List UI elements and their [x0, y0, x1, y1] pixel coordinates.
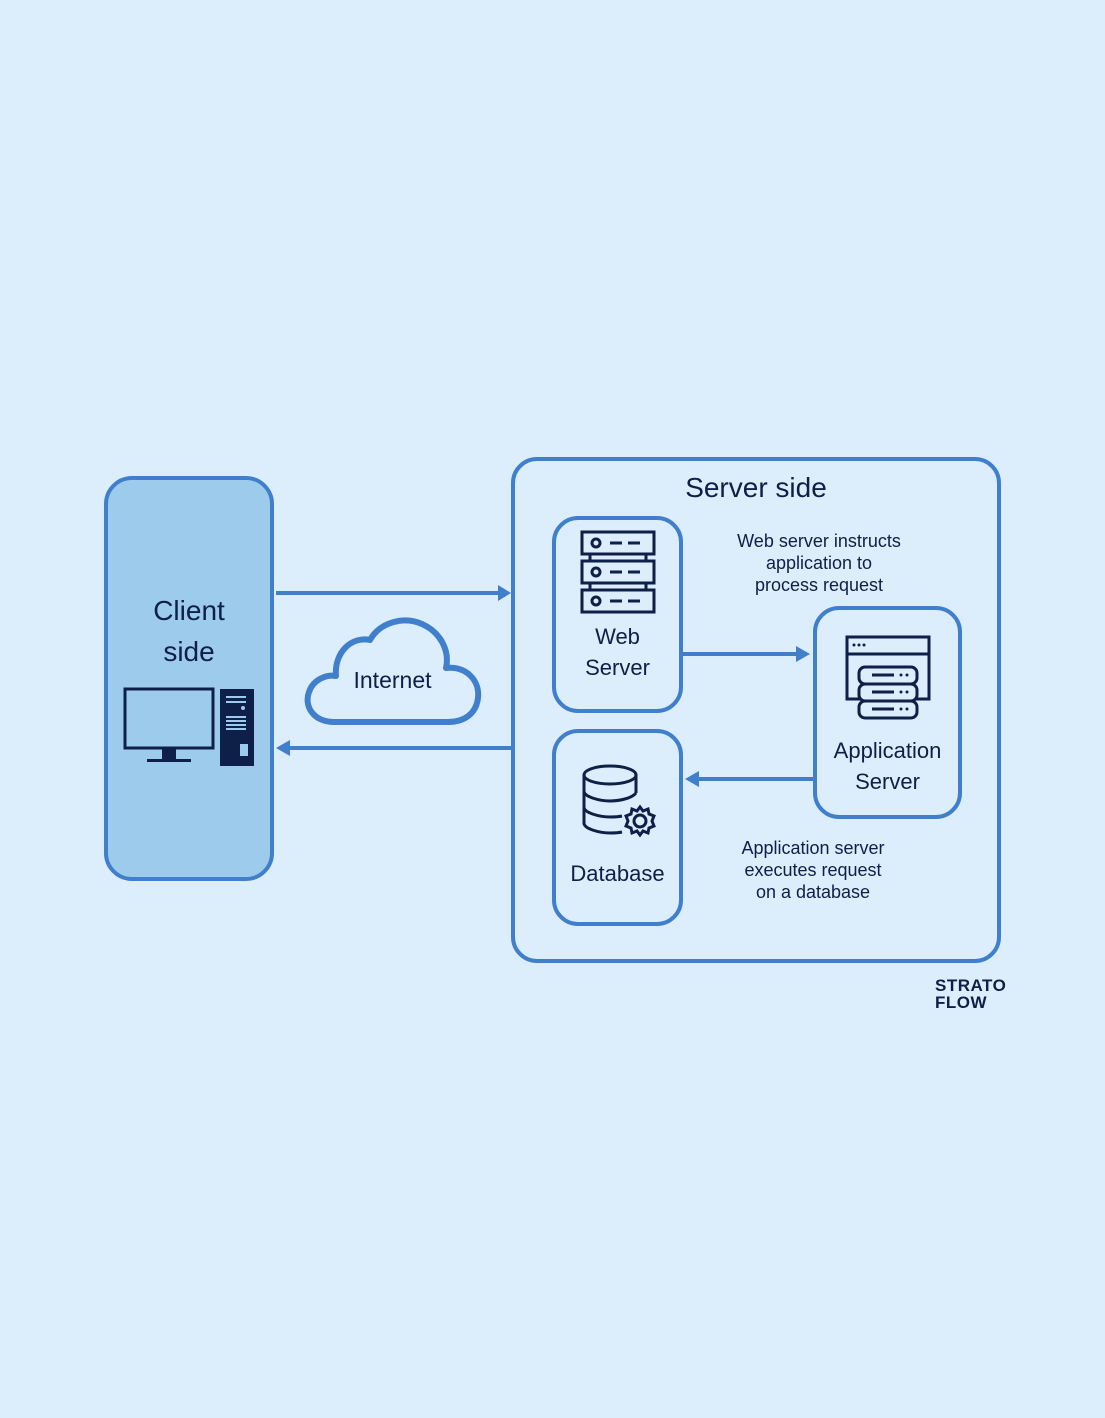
note-top-line1: Web server instructs: [737, 531, 901, 551]
database-node: [552, 729, 683, 926]
web-server-label: Web Server: [552, 621, 683, 683]
note-bottom-line1: Application server: [741, 838, 885, 858]
logo-line1: STRATO: [935, 976, 1007, 995]
application-server-label-line1: Application: [833, 738, 942, 763]
note-top-line2: application to: [765, 553, 873, 573]
cloud-icon: [304, 617, 482, 725]
note-bottom-line3: on a database: [755, 882, 871, 902]
note-top-line3: process request: [754, 575, 884, 595]
note-web-to-app: Web server instructs application to proc…: [700, 530, 938, 596]
internet-label: Internet: [353, 667, 432, 693]
arrow-web-to-app: [683, 646, 810, 662]
note-bottom-line2: executes request: [744, 860, 882, 880]
client-side-panel: [104, 476, 274, 881]
database-label: Database: [570, 861, 665, 886]
application-server-node: [813, 606, 962, 819]
arrow-server-to-client: [276, 740, 511, 756]
web-server-label-line2: Server: [585, 655, 650, 680]
strato-flow-logo: STRATO FLOW: [935, 977, 1006, 1011]
client-title-line2: side: [163, 636, 215, 667]
web-server-label-line1: Web: [595, 624, 640, 649]
application-server-label: Application Server: [813, 735, 962, 797]
logo-line2: FLOW: [935, 993, 988, 1012]
desktop-computer-icon: [123, 687, 254, 766]
client-side-title: Client side: [104, 590, 274, 672]
arrow-app-to-db: [685, 771, 813, 787]
web-server-node: [552, 516, 683, 713]
application-server-label-line2: Server: [855, 769, 920, 794]
server-rack-icon: [580, 530, 656, 614]
note-app-to-db: Application server executes request on a…: [694, 837, 932, 903]
arrow-client-to-server: [276, 585, 511, 601]
database-gear-icon: [582, 764, 656, 838]
application-server-icon: [845, 635, 931, 720]
server-side-title: Server side: [685, 472, 827, 503]
client-title-line1: Client: [153, 595, 225, 626]
